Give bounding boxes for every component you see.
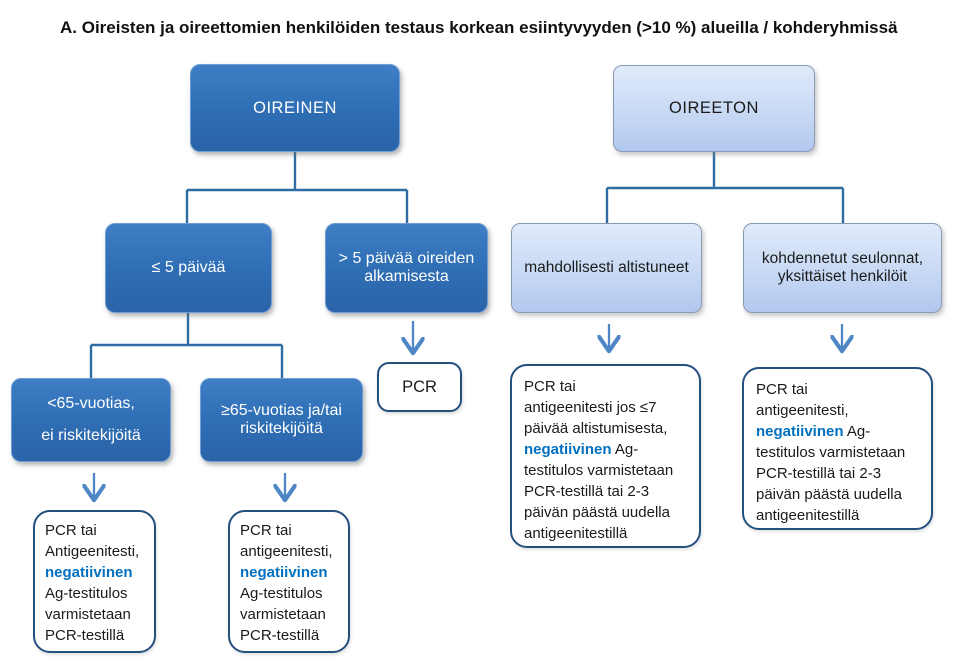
result-text-negative: negatiivinen [45,564,133,581]
result-text-pre: PCR tai antigeenitesti, [756,381,849,419]
node-pcr: PCR [377,362,462,412]
tree-connector-le5 [89,313,284,378]
diagram-title: A. Oireisten ja oireettomien henkilöiden… [60,18,898,37]
result-text-negative: negatiivinen [240,564,328,581]
result-text-pre: PCR tai antigeenitesti, [240,522,333,560]
result-text-pre: PCR tai antigeenitesti jos ≤7 päivää alt… [524,378,668,437]
result-text-pre: PCR tai Antigeenitesti, [45,522,140,560]
result-box-altistuneet: PCR tai antigeenitesti jos ≤7 päivää alt… [510,364,701,548]
result-text-negative: negatiivinen [756,423,844,440]
node-over-65: ≥65-vuotias ja/tai riskitekijöitä [200,378,363,462]
tree-connector-oireeton [605,152,845,223]
tree-connector-oireinen [185,152,409,223]
result-text-post: Ag-testitulos varmistetaan PCR-testillä [45,585,131,644]
result-text-negative: negatiivinen [524,441,612,458]
result-box-over65: PCR tai antigeenitesti, negatiivinen Ag-… [228,510,350,653]
node-le5-paivaa: ≤ 5 päivää [105,223,272,313]
node-oireinen: OIREINEN [190,64,400,152]
result-text-post: Ag- testitulos varmistetaan PCR-testillä… [756,423,906,524]
result-text-post: Ag-testitulos varmistetaan PCR-testillä [240,585,326,644]
node-kohdennetut-seulonnat: kohdennetut seulonnat, yksittäiset henki… [743,223,942,313]
result-box-seulonnat: PCR tai antigeenitesti, negatiivinen Ag-… [742,367,933,530]
node-under-65: <65-vuotias, ei riskitekijöitä [11,378,171,462]
result-text-post: Ag- testitulos varmistetaan PCR-testillä… [524,441,674,542]
result-box-under65: PCR tai Antigeenitesti, negatiivinen Ag-… [33,510,156,653]
node-mahdollisesti-altistuneet: mahdollisesti altistuneet [511,223,702,313]
node-oireeton: OIREETON [613,65,815,152]
node-gt5-paivaa: > 5 päivää oireiden alkamisesta [325,223,488,313]
